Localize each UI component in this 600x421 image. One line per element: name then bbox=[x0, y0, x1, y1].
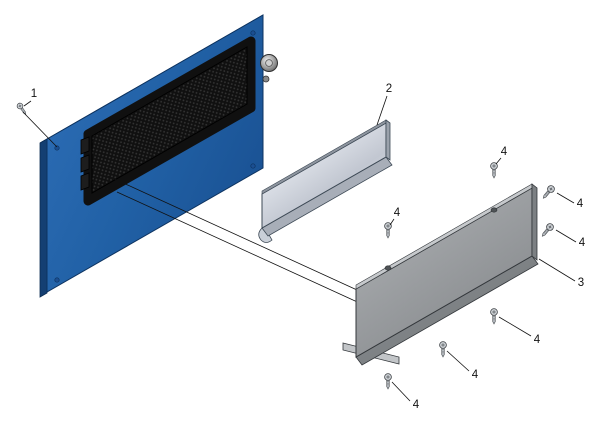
callout-4b-label: 4 bbox=[394, 207, 401, 219]
panel-hole-bottom-left bbox=[54, 277, 60, 283]
leader-line-1b bbox=[22, 111, 58, 148]
leader-line-4f bbox=[446, 350, 470, 372]
alignment-line-upper bbox=[107, 175, 369, 296]
panel-side-face bbox=[39, 138, 48, 298]
knob-inner bbox=[265, 59, 273, 67]
screw-icon-g bbox=[384, 373, 392, 390]
callout-4d-label: 4 bbox=[579, 237, 586, 249]
screw-icon-f bbox=[439, 341, 447, 358]
callout-4e-label: 4 bbox=[534, 334, 541, 346]
screw-icon-a bbox=[490, 162, 498, 179]
grille-mesh bbox=[91, 46, 248, 194]
bracket-3-end-cap bbox=[531, 183, 538, 261]
panel-knob bbox=[260, 54, 278, 83]
callout-4f-label: 4 bbox=[472, 369, 479, 381]
leader-line-2 bbox=[376, 95, 388, 126]
callout-4c-label: 4 bbox=[577, 198, 584, 210]
screw-icon-e bbox=[490, 308, 498, 325]
callout-1-label: 1 bbox=[31, 88, 37, 100]
leader-line-4g bbox=[391, 381, 411, 402]
grille-clip-2 bbox=[80, 154, 90, 173]
callout-4a-label: 4 bbox=[501, 146, 508, 158]
leader-line-4c bbox=[556, 192, 575, 204]
bracket-3-hole-left bbox=[384, 265, 392, 271]
panel-hole-bottom-right bbox=[250, 163, 256, 169]
screw-icon-c bbox=[540, 183, 557, 201]
leader-line-4a bbox=[495, 157, 502, 165]
leader-line-4b bbox=[389, 218, 395, 226]
panel-assembly bbox=[39, 14, 278, 298]
callout-2-label: 2 bbox=[386, 83, 392, 95]
grille-clip-1 bbox=[80, 136, 90, 155]
callout-3-label: 3 bbox=[578, 277, 584, 289]
bracket-2-hook bbox=[258, 227, 273, 243]
knob-pin bbox=[262, 75, 270, 83]
leader-line-4e bbox=[498, 316, 532, 337]
leader-line-3 bbox=[538, 258, 576, 282]
grille-clip-3 bbox=[80, 172, 90, 191]
bracket-2-end-cap bbox=[385, 119, 391, 161]
screw-icon-d bbox=[539, 221, 556, 239]
bracket-3-hole-right bbox=[490, 207, 498, 213]
leader-line-4d bbox=[555, 229, 577, 243]
leader-line-1a bbox=[23, 100, 32, 107]
panel-hole-top-left bbox=[54, 145, 60, 151]
mesh-grille bbox=[80, 36, 256, 206]
bracket-2 bbox=[258, 119, 393, 243]
alignment-line-lower bbox=[116, 191, 378, 312]
panel-hole-top-right bbox=[250, 30, 256, 36]
bracket-3 bbox=[342, 183, 539, 366]
callout-4g-label: 4 bbox=[413, 399, 420, 411]
